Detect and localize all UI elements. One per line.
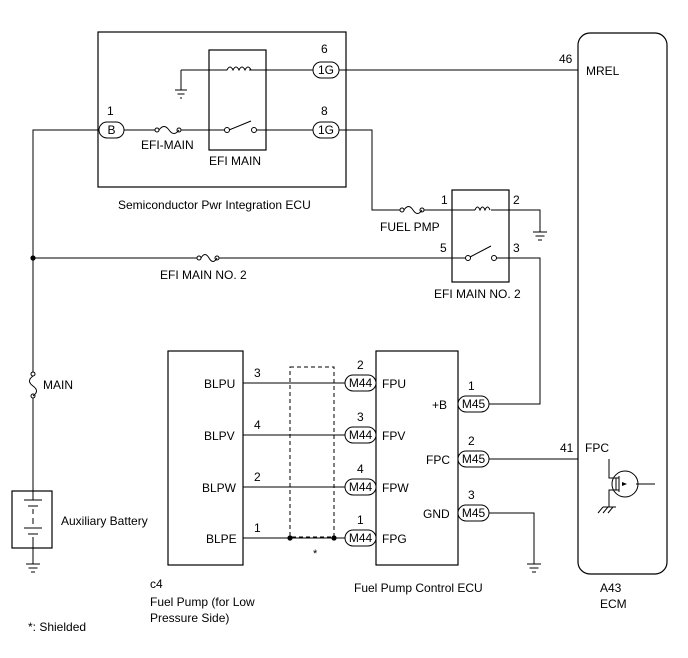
- terminal-fpw: FPW: [382, 481, 409, 495]
- fuse-main-label: MAIN: [43, 378, 73, 392]
- shield-star: *: [313, 548, 318, 560]
- connector-m44-label: M44: [349, 428, 373, 442]
- pin-m44-2: 2: [357, 358, 364, 372]
- terminal-fpu: FPU: [382, 377, 406, 391]
- ecm-label: ECM: [600, 597, 627, 611]
- terminal-blpu: BLPU: [204, 377, 235, 391]
- fuse-fuel-pmp-label: FUEL PMP: [380, 220, 440, 234]
- connector-m44-label: M44: [349, 480, 373, 494]
- connector-m44-label: M44: [349, 376, 373, 390]
- terminal-fpv: FPV: [382, 429, 405, 443]
- connector-1g-top-label: 1G: [318, 63, 334, 77]
- pin-41: 41: [560, 441, 574, 455]
- pin-m44-1: 1: [357, 513, 364, 527]
- fuel-pump-label-1: Fuel Pump (for Low: [150, 595, 255, 609]
- battery-box: [11, 490, 53, 549]
- fuel-pump-code: c4: [150, 577, 163, 591]
- pin-6: 6: [321, 42, 328, 56]
- efi-main-relay-label: EFI MAIN: [209, 154, 261, 168]
- relay-switch-1: [224, 120, 257, 133]
- terminal-fpg: FPG: [382, 532, 407, 546]
- efi-main-relay-box: [208, 49, 267, 151]
- shielded-note: *: Shielded: [28, 620, 86, 634]
- transistor-icon: [597, 459, 655, 514]
- fuse-efi-main-label: EFI-MAIN: [141, 138, 194, 152]
- shield-outline: [289, 366, 335, 538]
- pin-m45-1: 1: [468, 379, 475, 393]
- pin-m45-3: 3: [468, 488, 475, 502]
- pin-pump-3: 3: [254, 366, 261, 380]
- junction-dot: [30, 255, 36, 261]
- connector-m45-label: M45: [462, 452, 486, 466]
- fuel-pump-label-2: Pressure Side): [150, 611, 229, 625]
- terminal-plus-b: +B: [432, 398, 447, 412]
- terminal-fpc: FPC: [426, 453, 450, 467]
- fuel-pump-ecu-label: Fuel Pump Control ECU: [354, 581, 483, 595]
- pin-46: 46: [559, 52, 573, 66]
- pin-relay-1: 1: [441, 193, 448, 207]
- fuse-fuel-pmp-symbol: [399, 206, 425, 214]
- fuse-efi-main-symbol: [154, 126, 182, 134]
- battery-label: Auxiliary Battery: [61, 514, 148, 528]
- relay-box-right: [451, 189, 510, 283]
- pin-relay-3: 3: [513, 241, 520, 255]
- pin-b: 1: [107, 104, 114, 118]
- connector-1g-bottom: 1G: [312, 121, 340, 139]
- pin-pump-4: 4: [254, 418, 261, 432]
- pin-m44-3: 3: [357, 410, 364, 424]
- battery-icon: [24, 491, 42, 548]
- connector-m45-1: M45: [457, 395, 490, 413]
- pin-relay-5: 5: [440, 241, 447, 255]
- fuse-efi-main-no2-symbol: [196, 254, 220, 262]
- fuel-pump-box: [167, 350, 244, 566]
- pin-m44-4: 4: [357, 462, 364, 476]
- terminal-mrel: MREL: [586, 64, 620, 78]
- ground-icon-gnd: [527, 563, 541, 573]
- connector-m44-label: M44: [349, 531, 373, 545]
- terminal-gnd: GND: [423, 507, 450, 521]
- connector-m44-4: M44: [344, 529, 377, 547]
- pin-pump-1: 1: [254, 521, 261, 535]
- connector-m45-label: M45: [462, 506, 486, 520]
- ecm-code: A43: [600, 581, 622, 595]
- junction-dot: [287, 535, 293, 541]
- fuel-pump-ecu-box: [375, 350, 459, 566]
- terminal-blpw: BLPW: [202, 481, 237, 495]
- relay-coil-1: [225, 66, 252, 72]
- connector-m44-3: M44: [344, 478, 377, 496]
- pin-pump-2: 2: [254, 470, 261, 484]
- pin-8: 8: [321, 104, 328, 118]
- connector-m45-3: M45: [457, 504, 490, 522]
- terminal-blpe: BLPE: [206, 532, 237, 546]
- connector-m45-2: M45: [457, 450, 490, 468]
- ecm-box: [577, 32, 668, 575]
- ground-icon-battery: [26, 563, 40, 573]
- connector-b: B: [98, 121, 125, 139]
- relay-switch-2: [465, 245, 497, 261]
- connector-m45-label: M45: [462, 397, 486, 411]
- ground-icon-relay: [533, 231, 547, 241]
- pin-m45-2: 2: [468, 434, 475, 448]
- connector-b-label: B: [107, 123, 115, 137]
- connector-1g-top: 1G: [312, 61, 340, 79]
- spi-ecu-label: Semiconductor Pwr Integration ECU: [118, 198, 311, 212]
- terminal-blpv: BLPV: [204, 429, 235, 443]
- wires: [32, 69, 578, 564]
- terminal-fpc-ecm: FPC: [585, 441, 609, 455]
- connector-m44-1: M44: [344, 374, 377, 392]
- ground-icon-spi: [175, 89, 187, 99]
- connector-1g-bottom-label: 1G: [318, 123, 334, 137]
- pin-relay-2: 2: [513, 193, 520, 207]
- relay-coil-2: [474, 206, 491, 212]
- junction-dot: [331, 535, 337, 541]
- fuse-main-symbol: [29, 371, 37, 399]
- fuse-efi-main-no2-label: EFI MAIN NO. 2: [160, 268, 247, 282]
- efi-main-no2-relay-label: EFI MAIN NO. 2: [434, 287, 521, 301]
- connector-m44-2: M44: [344, 426, 377, 444]
